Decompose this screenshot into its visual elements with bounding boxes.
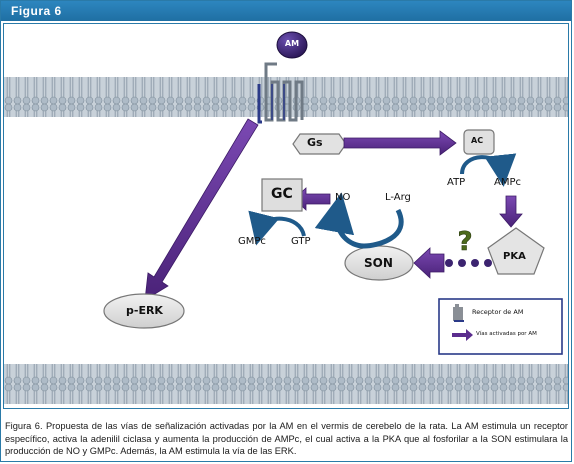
legend-arrow-icon (452, 329, 473, 341)
question-mark-icon: ? (457, 227, 473, 258)
arrow-gs-to-ac (343, 130, 457, 156)
gmpc-label: GMPc (238, 236, 266, 247)
gc-label: GC (271, 186, 293, 202)
bottom-membrane (4, 364, 568, 404)
pka-kinase (487, 227, 545, 275)
legend-box (438, 298, 563, 355)
ampc-label: AMPc (494, 177, 521, 188)
pka-label: PKA (503, 251, 526, 262)
atp-label: ATP (447, 177, 466, 188)
ac-label: AC (471, 136, 484, 145)
gs-protein (292, 133, 347, 155)
top-membrane (4, 77, 568, 117)
arrow-atp-to-ampc (460, 153, 517, 187)
svg-text:?: ? (457, 227, 472, 257)
diagram-panel: ? (3, 23, 569, 409)
arrow-pka-to-son (413, 247, 445, 279)
am-label: AM (284, 39, 300, 48)
pathway-diagram: ? (4, 31, 568, 404)
no-label: NO (335, 192, 351, 203)
perk-protein (103, 293, 185, 329)
am-ligand (276, 31, 308, 59)
legend-pathways-label: Vías activadas por AM (476, 331, 537, 337)
arrow-receptor-to-perk (144, 118, 259, 301)
l-arg-label: L-Arg (385, 192, 411, 203)
gc-enzyme (261, 178, 303, 212)
am-receptor (257, 62, 304, 124)
perk-label: p-ERK (126, 304, 163, 317)
ac-enzyme (463, 129, 495, 155)
arrow-ampc-to-pka (499, 195, 523, 228)
figure-caption: Figura 6. Propuesta de las vías de señal… (5, 421, 568, 456)
arrow-larg-to-no-arc (314, 192, 404, 249)
legend-receptor-icon (453, 304, 464, 322)
son-label: SON (364, 256, 393, 270)
gs-label: Gs (307, 136, 323, 149)
figure-title: Figura 6 (11, 4, 62, 18)
arrow-gtp-to-gmpc (248, 210, 306, 246)
figure-header: Figura 6 (1, 1, 571, 21)
phosphorylation-dots (445, 259, 492, 267)
gtp-label: GTP (291, 236, 311, 247)
legend-receptor-label: Receptor de AM (472, 308, 524, 316)
